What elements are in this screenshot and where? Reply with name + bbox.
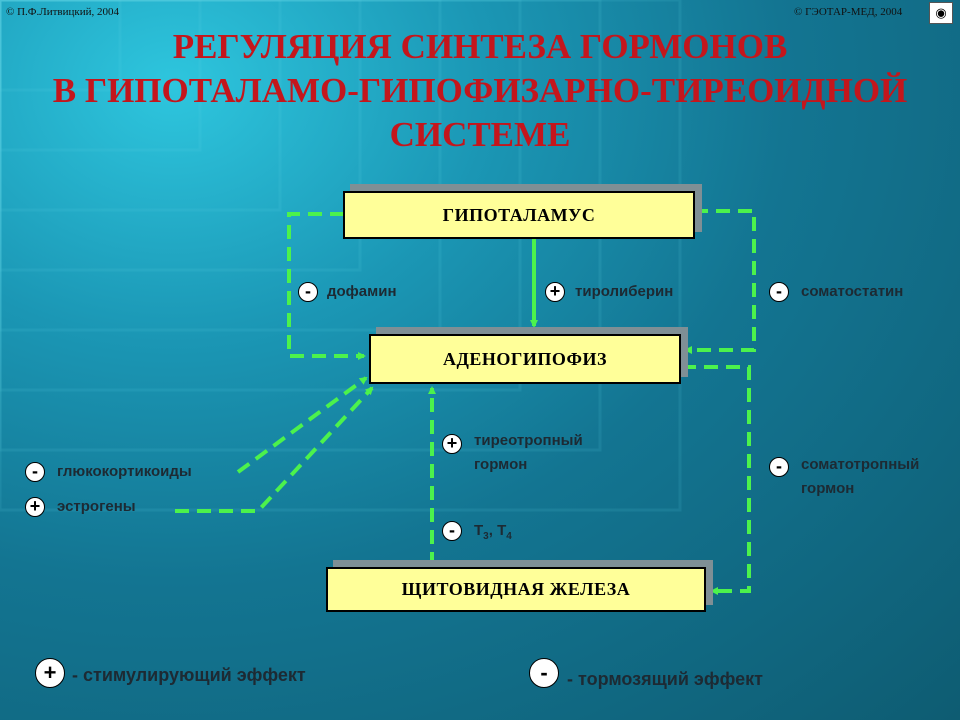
- plus-sign-tsh: +: [442, 434, 462, 454]
- label-dopamine: дофамин: [327, 283, 397, 300]
- title-line-1: РЕГУЛЯЦИЯ СИНТЕЗА ГОРМОНОВ: [172, 27, 788, 66]
- minus-sign-somatotropic: -: [769, 457, 789, 477]
- legend-stimulating: - стимулирующий эффект: [72, 665, 306, 685]
- title-line-2: В ГИПОТАЛАМО-ГИПОФИЗАРНО-ТИРЕОИДНОЙ: [52, 71, 908, 110]
- legend-plus-sign: +: [35, 658, 65, 688]
- minus-sign-somatostatin: -: [769, 282, 789, 302]
- label-tsh-line2: гормон: [474, 456, 528, 473]
- copyright-right: © ГЭОТАР-МЕД, 2004: [794, 6, 903, 18]
- label-somatostatin: соматостатин: [801, 283, 904, 300]
- legend-inhibiting: - тормозящий эффект: [567, 669, 763, 689]
- minus-sign-glucocorticoids: -: [25, 462, 45, 482]
- label-somatotropic-line1: соматотропный: [801, 456, 920, 473]
- thyroid-box: ЩИТОВИДНАЯ ЖЕЛЕЗА: [326, 567, 706, 612]
- minus-sign-dopamine: -: [298, 282, 318, 302]
- label-estrogens: эстрогены: [57, 498, 136, 515]
- title-line-3: СИСТЕМЕ: [389, 115, 571, 154]
- adenohypophysis-box: АДЕНОГИПОФИЗ: [369, 334, 681, 384]
- label-t3-t4: Т3, Т4: [474, 522, 512, 542]
- hypothalamus-box: ГИПОТАЛАМУС: [343, 191, 695, 239]
- label-somatotropic-line2: гормон: [801, 480, 855, 497]
- label-tsh-line1: тиреотропный: [474, 432, 583, 449]
- globe-icon: ◉: [929, 2, 953, 24]
- plus-sign-estrogens: +: [25, 497, 45, 517]
- plus-sign-thyroliberin: +: [545, 282, 565, 302]
- copyright-left: © П.Ф.Литвицкий, 2004: [6, 6, 119, 18]
- legend-minus-sign: -: [529, 658, 559, 688]
- minus-sign-t3-t4: -: [442, 521, 462, 541]
- label-thyroliberin: тиролиберин: [575, 283, 674, 300]
- label-glucocorticoids: глюкокортикоиды: [57, 463, 192, 480]
